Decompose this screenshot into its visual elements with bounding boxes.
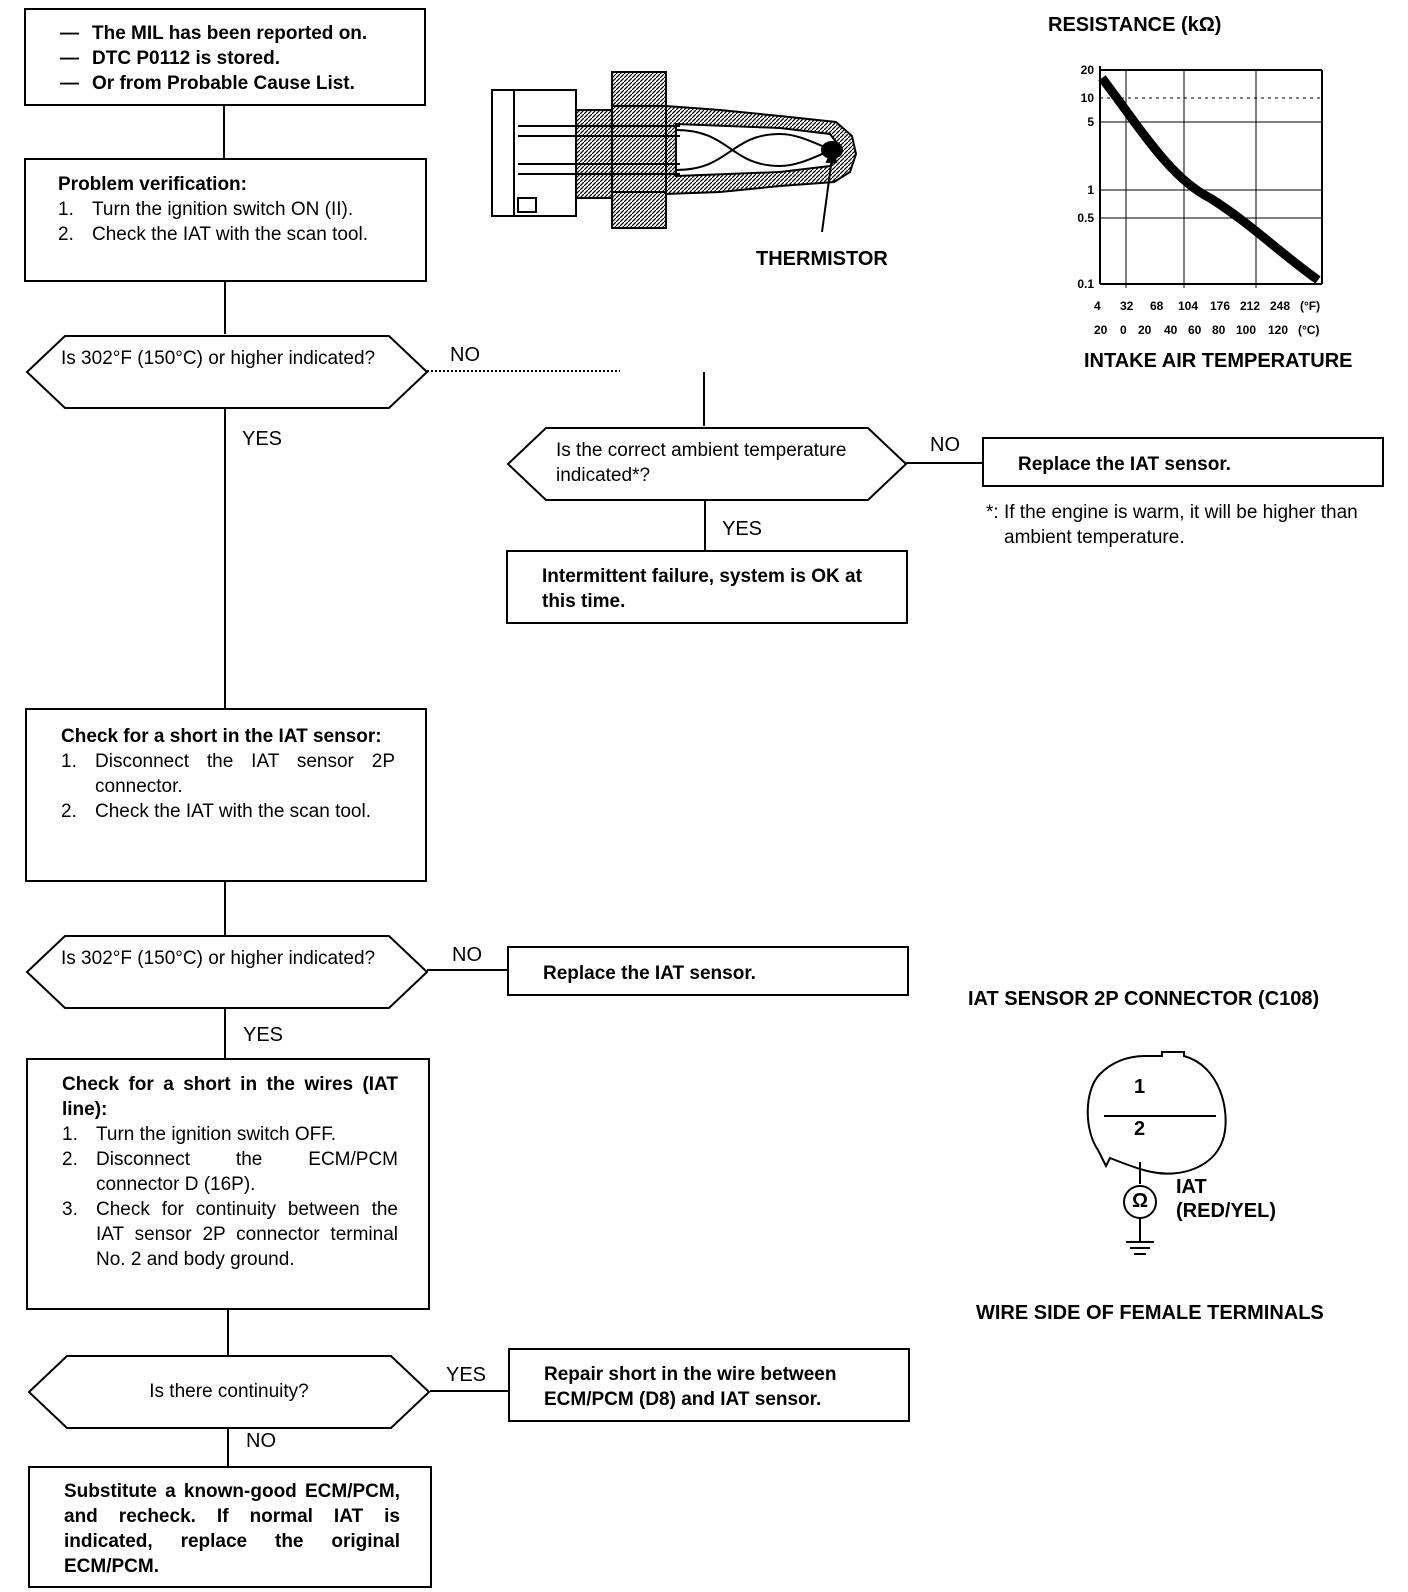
terminal-1-label: 1	[1134, 1076, 1146, 1098]
decision-question: Is 302°F (150°C) or higher indicated?	[61, 948, 376, 969]
decision-question: Is there continuity?	[149, 1381, 309, 1402]
decision-1-yes-label: YES	[242, 428, 283, 450]
decision-ambient-temperature: Is the correct ambient temperature indic…	[506, 426, 908, 502]
replace-iat-sensor-box-2: Replace the IAT sensor.	[507, 946, 909, 996]
replace-iat-sensor-box-1: Replace the IAT sensor.	[982, 437, 1384, 487]
resistance-graph: 20 10 5 1 0.5 0.1 4 32 68 104 176 212 24…	[1060, 58, 1360, 348]
graph-x-axis-label: INTAKE AIR TEMPERATURE	[1084, 350, 1353, 372]
x-tick-c: 120	[1268, 323, 1288, 337]
wire-color-label: (RED/YEL)	[1176, 1200, 1276, 1222]
decision-2-no-label: NO	[452, 944, 482, 966]
connector-diagram: 1 2 Ω IAT (RED/YEL)	[1080, 1050, 1300, 1280]
step-item: 2.Check the IAT with the scan tool.	[61, 801, 371, 822]
decision-3-no-label: NO	[246, 1430, 276, 1452]
graph-title: RESISTANCE (kΩ)	[1048, 14, 1222, 36]
x-tick-f: 248	[1270, 299, 1290, 313]
decision-temperature-high-1: Is 302°F (150°C) or higher indicated?	[25, 334, 429, 410]
decision-2-yes-label: YES	[243, 1024, 284, 1046]
x-tick-f: 68	[1150, 299, 1164, 313]
thermistor-label: THERMISTOR	[756, 248, 888, 270]
short-in-wires-title: Check for a short in the wires (IAT line…	[62, 1074, 398, 1120]
wire-label: IAT	[1176, 1176, 1207, 1198]
x-tick-c: (°C)	[1298, 323, 1319, 337]
resistance-graph-svg: 20 10 5 1 0.5 0.1 4 32 68 104 176 212 24…	[1077, 63, 1323, 337]
y-tick: 0.5	[1077, 211, 1094, 225]
problem-verification-title: Problem verification:	[58, 174, 247, 195]
y-tick: 20	[1081, 63, 1095, 77]
x-tick-f: (°F)	[1300, 299, 1320, 313]
decision-temperature-high-2: Is 302°F (150°C) or higher indicated?	[25, 934, 429, 1010]
decision-continuity: Is there continuity?	[27, 1354, 431, 1430]
x-tick-f: 32	[1120, 299, 1134, 313]
y-tick: 5	[1087, 115, 1094, 129]
step-item: 1.Turn the ignition switch OFF.	[62, 1124, 337, 1145]
short-in-wires-check-box: Check for a short in the wires (IAT line…	[26, 1058, 430, 1310]
iat-sensor-illustration	[480, 66, 900, 276]
short-in-sensor-title: Check for a short in the IAT sensor:	[61, 726, 382, 747]
x-tick-c: 20	[1094, 323, 1108, 337]
start-condition-item: —DTC P0112 is stored.	[60, 48, 280, 69]
substitute-ecm-box: Substitute a known-good ECM/PCM, and rec…	[28, 1466, 432, 1588]
start-condition-item: —The MIL has been reported on.	[60, 23, 368, 44]
x-tick-c: 40	[1164, 323, 1178, 337]
x-tick-f: 104	[1178, 299, 1198, 313]
x-tick-c: 100	[1236, 323, 1256, 337]
step-item: 2.Check the IAT with the scan tool.	[58, 224, 368, 245]
y-tick: 10	[1081, 91, 1095, 105]
x-tick-c: 60	[1188, 323, 1202, 337]
decision-1-no-label: NO	[450, 344, 480, 366]
y-tick: 0.1	[1077, 277, 1094, 291]
y-tick: 1	[1087, 183, 1094, 197]
decision-ambient-no-label: NO	[930, 434, 960, 456]
decision-question: Is 302°F (150°C) or higher indicated?	[61, 348, 376, 369]
problem-verification-box: Problem verification: 1.Turn the ignitio…	[24, 158, 427, 282]
step-item: 3.Check for continuity between the IAT s…	[62, 1199, 398, 1270]
terminal-2-label: 2	[1134, 1118, 1146, 1140]
step-item: 1.Turn the ignition switch ON (II).	[58, 199, 354, 220]
repair-short-box: Repair short in the wire between ECM/PCM…	[508, 1348, 910, 1422]
decision-ambient-yes-label: YES	[722, 518, 763, 540]
footnote: *: If the engine is warm, it will be hig…	[986, 502, 1358, 548]
connector-caption: WIRE SIDE OF FEMALE TERMINALS	[976, 1302, 1324, 1324]
decision-3-yes-label: YES	[446, 1364, 487, 1386]
step-item: 1.Disconnect the IAT sensor 2P connector…	[61, 751, 395, 797]
x-tick-c: 0	[1120, 323, 1127, 337]
ohmmeter-icon: Ω	[1132, 1190, 1149, 1212]
x-tick-f: 212	[1240, 299, 1260, 313]
x-tick-f: 176	[1210, 299, 1230, 313]
short-in-sensor-check-box: Check for a short in the IAT sensor: 1.D…	[25, 708, 427, 882]
start-condition-box: —The MIL has been reported on. —DTC P011…	[24, 8, 426, 106]
decision-question: Is the correct ambient temperature indic…	[556, 440, 847, 486]
connector-title: IAT SENSOR 2P CONNECTOR (C108)	[968, 988, 1320, 1010]
start-condition-item: —Or from Probable Cause List.	[60, 73, 355, 94]
x-tick-c: 20	[1138, 323, 1152, 337]
x-tick-c: 80	[1212, 323, 1226, 337]
intermittent-failure-box: Intermittent failure, system is OK at th…	[506, 550, 908, 624]
step-item: 2.Disconnect the ECM/PCM connector D (16…	[62, 1149, 398, 1195]
x-tick-f: 4	[1094, 299, 1101, 313]
